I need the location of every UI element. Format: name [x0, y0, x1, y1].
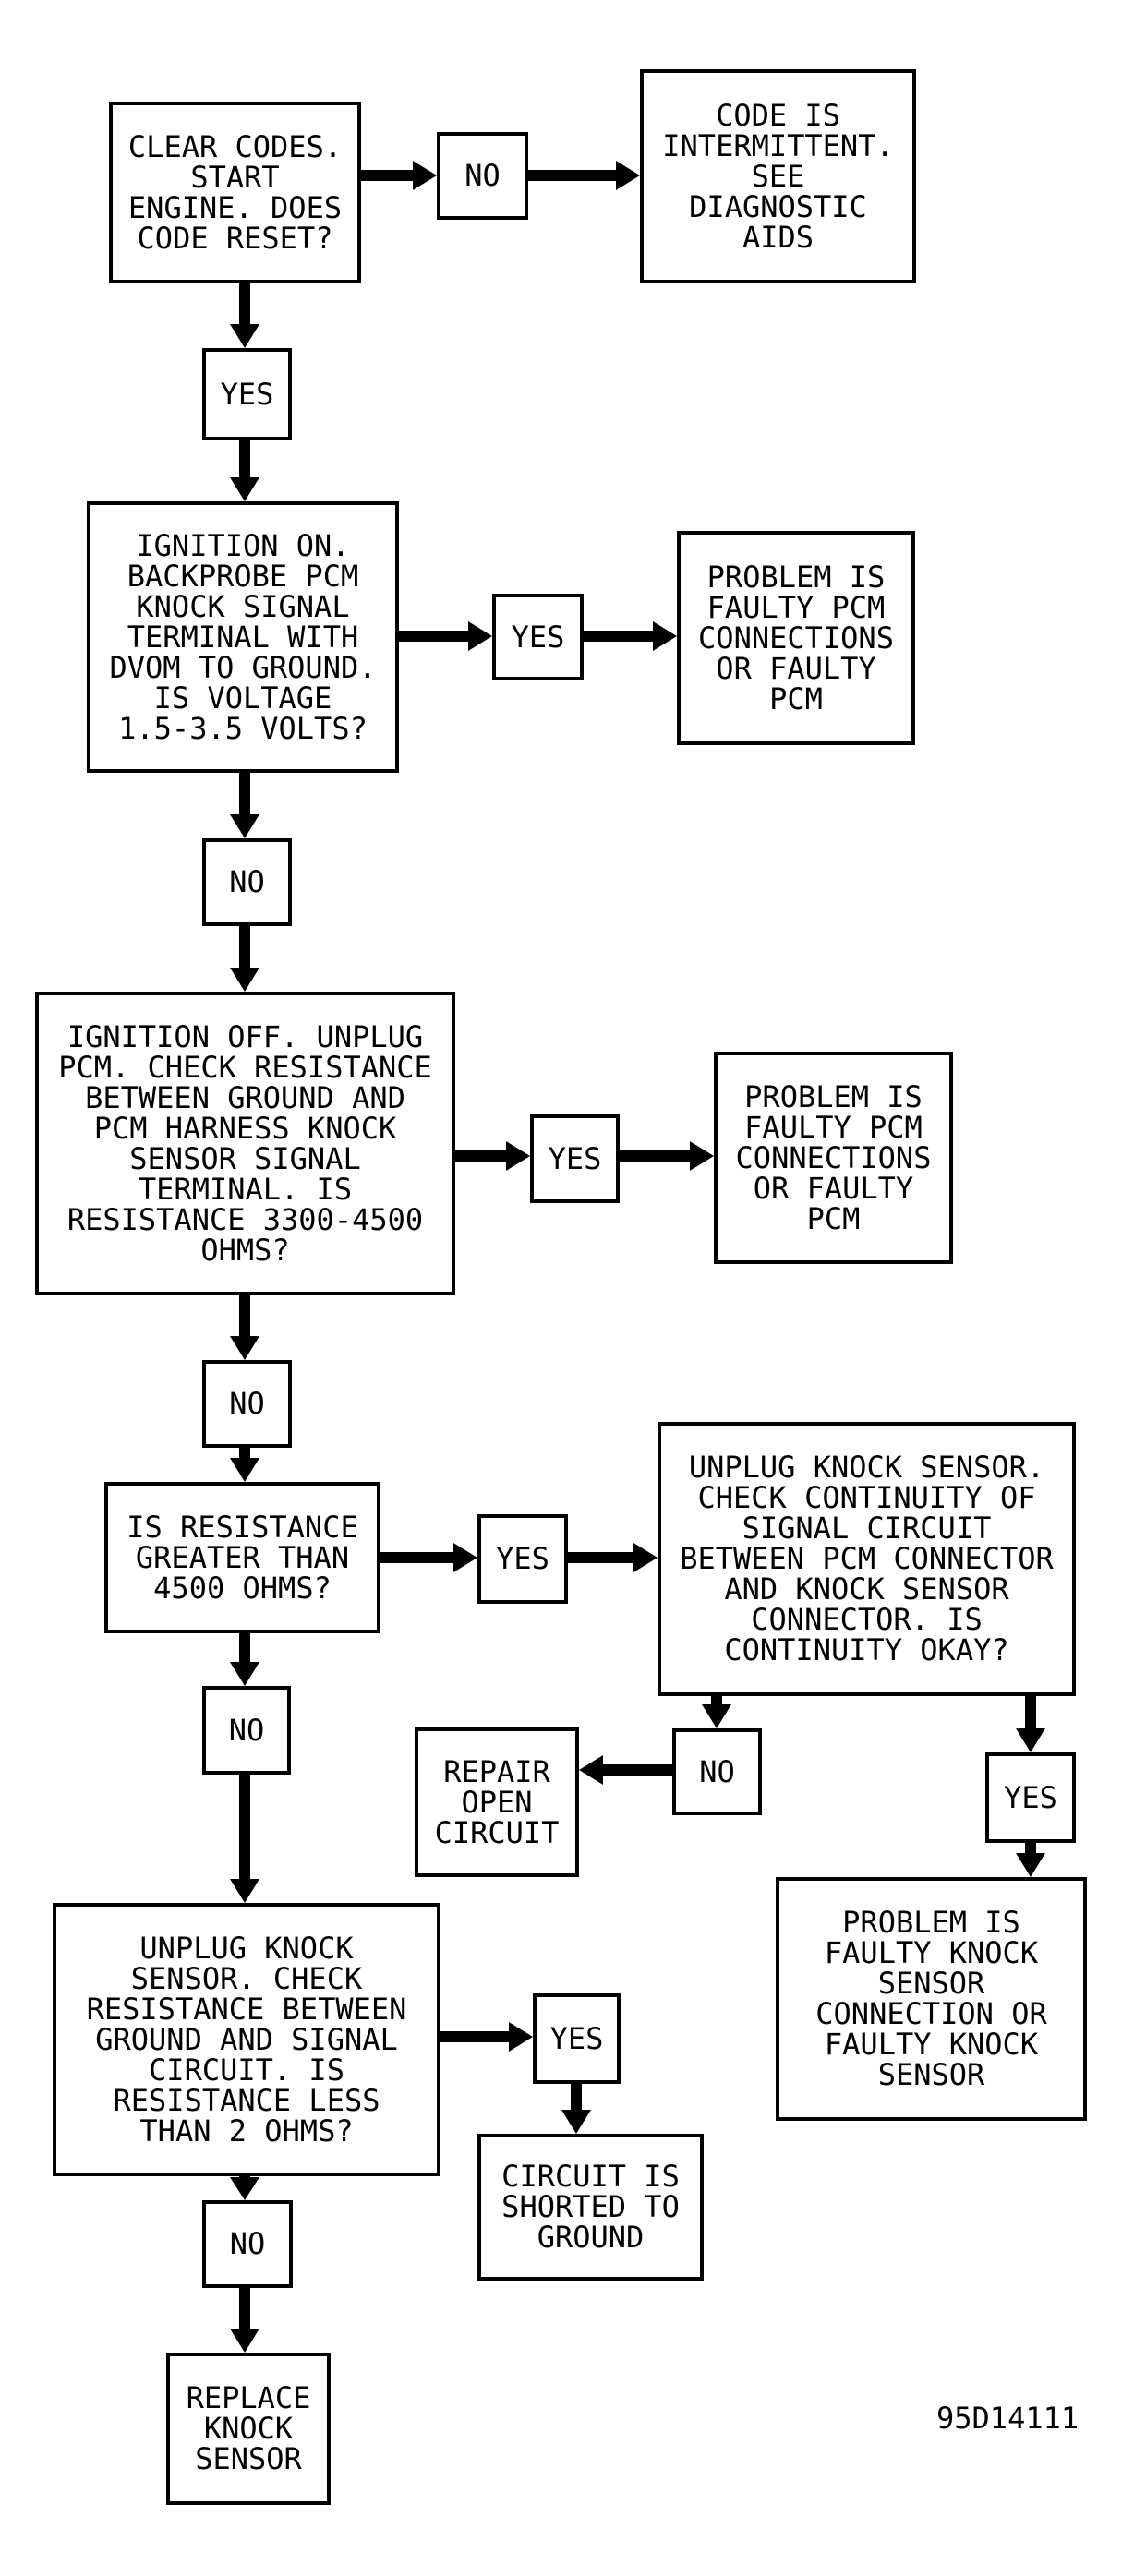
figure-number: 95D14111: [936, 2401, 1080, 2436]
arrow-step5-to-yes6: [440, 2022, 533, 2052]
flow-box-code-intermittent: CODE IS INTERMITTENT. SEE DIAGNOSTIC AID…: [640, 69, 916, 283]
arrow-step3-to-no3: [230, 1295, 259, 1360]
arrow-step1-to-no1: [361, 161, 437, 190]
arrow-step2-to-yes2: [399, 621, 492, 651]
arrow-step4-to-yes4: [380, 1543, 477, 1572]
flow-box-replace-knock-sensor: REPLACE KNOCK SENSOR: [166, 2353, 331, 2505]
flow-box-shorted-to-ground: CIRCUIT IS SHORTED TO GROUND: [477, 2134, 704, 2281]
arrow-yes3-to-faulty-pcm-2: [620, 1141, 714, 1171]
flow-label-no-5: NO: [672, 1728, 762, 1815]
arrow-no3-to-step4: [230, 1448, 259, 1482]
flow-box-check-continuity: UNPLUG KNOCK SENSOR. CHECK CONTINUITY OF…: [658, 1422, 1076, 1696]
arrow-step4-to-no4: [230, 1633, 259, 1686]
flow-label-yes-2: YES: [492, 594, 584, 680]
flow-label-no-4: NO: [202, 1686, 291, 1775]
flow-label-yes-1: YES: [202, 348, 292, 440]
flow-box-faulty-knock-sensor: PROBLEM IS FAULTY KNOCK SENSOR CONNECTIO…: [776, 1877, 1087, 2121]
arrow-step3-to-yes3: [455, 1141, 530, 1171]
flow-box-backprobe-voltage: IGNITION ON. BACKPROBE PCM KNOCK SIGNAL …: [87, 501, 399, 773]
arrow-step5-to-no6: [230, 2176, 259, 2200]
arrow-yes6-to-shorted: [561, 2084, 591, 2134]
arrow-no1-to-intermittent: [528, 161, 640, 190]
flow-box-resistance-greater-4500: IS RESISTANCE GREATER THAN 4500 OHMS?: [104, 1482, 380, 1633]
flow-label-yes-6: YES: [533, 1993, 621, 2084]
arrow-continuity-to-no5: [702, 1696, 731, 1728]
flow-label-no-6: NO: [202, 2200, 293, 2288]
flow-label-yes-5: YES: [985, 1752, 1076, 1843]
arrow-step1-to-yes1: [230, 283, 259, 348]
arrow-no4-to-step5: [230, 1775, 259, 1903]
arrow-no5-to-repair-open: [579, 1755, 672, 1785]
arrow-yes1-to-step2: [230, 440, 259, 501]
arrow-no6-to-replace: [230, 2288, 259, 2353]
arrow-yes4-to-continuity: [568, 1543, 658, 1572]
flow-box-faulty-pcm-2: PROBLEM IS FAULTY PCM CONNECTIONS OR FAU…: [714, 1052, 953, 1264]
flow-label-no-2: NO: [202, 838, 292, 926]
flow-box-resistance-less-2: UNPLUG KNOCK SENSOR. CHECK RESISTANCE BE…: [53, 1903, 440, 2176]
flow-label-no-3: NO: [202, 1360, 292, 1448]
arrow-continuity-to-yes5: [1016, 1696, 1045, 1752]
flow-label-yes-3: YES: [530, 1114, 620, 1203]
arrow-yes5-to-faulty-knock: [1016, 1843, 1045, 1877]
flow-box-resistance-3300-4500: IGNITION OFF. UNPLUG PCM. CHECK RESISTAN…: [35, 992, 455, 1295]
flow-box-faulty-pcm-1: PROBLEM IS FAULTY PCM CONNECTIONS OR FAU…: [677, 531, 915, 745]
arrow-no2-to-step3: [230, 926, 259, 992]
flow-box-clear-codes: CLEAR CODES. START ENGINE. DOES CODE RES…: [109, 102, 361, 283]
arrow-yes2-to-faulty-pcm-1: [584, 621, 677, 651]
flow-label-yes-4: YES: [477, 1514, 568, 1604]
flow-box-repair-open-circuit: REPAIR OPEN CIRCUIT: [415, 1727, 579, 1877]
flow-label-no-1: NO: [437, 132, 528, 220]
arrow-step2-to-no2: [230, 773, 259, 838]
